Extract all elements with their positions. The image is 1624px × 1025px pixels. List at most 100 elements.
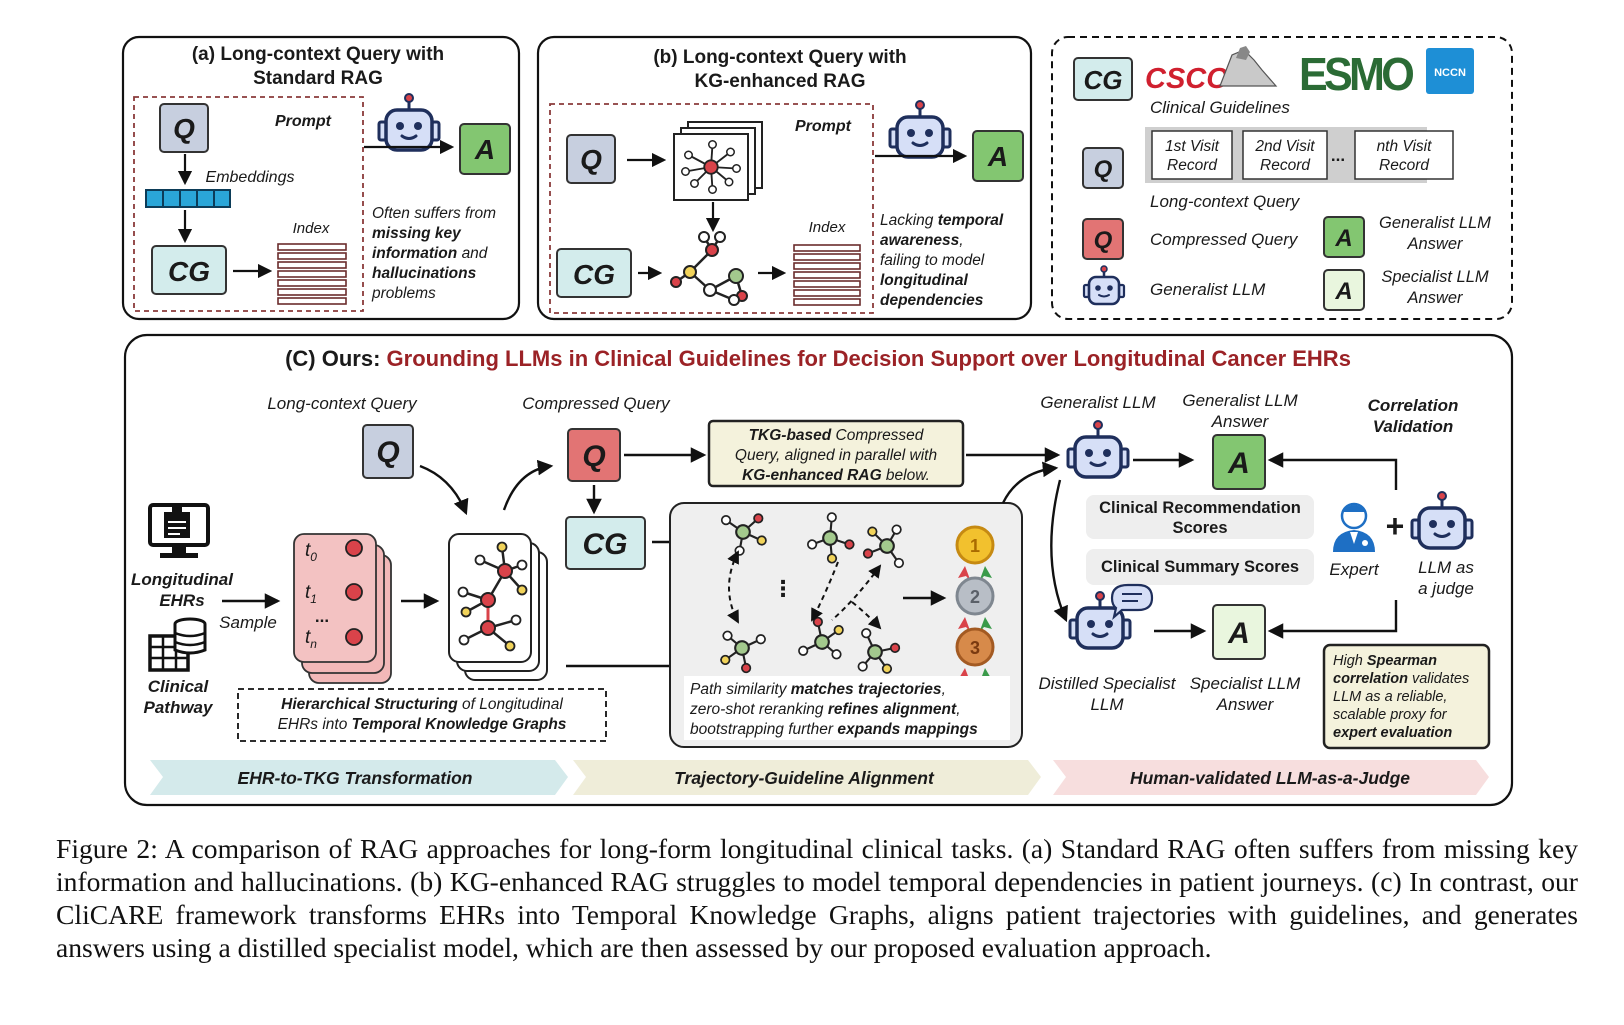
embedding-vector [145, 189, 231, 208]
c-generalist-answer-text: A [1227, 447, 1250, 480]
panel-b-q-text: Q [580, 144, 602, 175]
panel-b-index-label: Index [809, 219, 846, 236]
correlation-validation-line2: Validation [1373, 417, 1454, 436]
legend-compressed-query: Compressed Query [1150, 230, 1299, 249]
legend-cg-text: CG [1084, 65, 1123, 95]
legend-panel: CG CSCO ESMO NCCN Clinical Guidelines 1s… [1051, 36, 1513, 320]
panel-a-note-line5: problems [371, 285, 436, 302]
panel-a-prompt-frame [133, 96, 364, 312]
hierarchical-note-line1: Hierarchical Structuring of Longitudinal [281, 696, 563, 713]
panel-b-note-line1: Lacking temporal [880, 212, 1004, 229]
panel-a: (a) Long-context Query with Standard RAG… [121, 35, 521, 321]
svg-text:CSCO: CSCO [1145, 63, 1229, 95]
panel-b-answer-text: A [987, 141, 1008, 172]
spearman-note-line2: correlation validates [1333, 671, 1469, 687]
panel-a-embeddings-label: Embeddings [206, 169, 295, 186]
distilled-specialist-robot-icon [1068, 583, 1154, 650]
c-generalist-answer-line2: Answer [1211, 412, 1270, 431]
panel-b-index-bars [793, 244, 861, 306]
legend-q-box [1082, 147, 1124, 189]
c-generalist-llm-label: Generalist LLM [1040, 393, 1156, 412]
expert-icon [1333, 502, 1375, 552]
panel-b-note-line2: awareness, [880, 232, 964, 249]
c-generalist-answer-line1: Generalist LLM [1182, 391, 1298, 410]
sample-label: Sample [219, 613, 277, 632]
c-q-box [362, 424, 414, 479]
tkg-note-line3: KG-enhanced RAG below. [742, 467, 930, 484]
t0-label: t0 [305, 540, 317, 564]
panel-a-answer-text: A [474, 134, 495, 165]
panel-a-q-text: Q [173, 113, 195, 144]
panel-b: (b) Long-context Query with KG-enhanced … [536, 35, 1033, 321]
stage-banner-1 [150, 760, 568, 795]
panel-b-subgraph [670, 231, 748, 306]
figure-caption: Figure 2: A comparison of RAG approaches… [56, 833, 1578, 963]
c-long-context-query-label: Long-context Query [267, 394, 418, 413]
c-specialist-answer-line2: Answer [1216, 695, 1275, 714]
alignment-graphs [709, 509, 916, 685]
panel-c-title: (C) Ours: Grounding LLMs in Clinical Gui… [285, 346, 1351, 371]
visit-record-2 [1242, 130, 1328, 180]
panel-a-index-bars [277, 243, 347, 305]
longitudinal-ehrs-line2: EHRs [159, 591, 204, 610]
svg-text:1: 1 [970, 536, 980, 556]
stage-banner-2 [573, 760, 1041, 795]
visit-record-2-line2: Record [1260, 157, 1311, 174]
t1-label: t1 [305, 582, 317, 606]
legend-compressed-q-box [1082, 218, 1124, 260]
panel-a-note-line4: hallucinations [372, 265, 477, 282]
c-compressed-q-text: Q [582, 440, 605, 473]
panel-c: (C) Ours: Grounding LLMs in Clinical Gui… [123, 333, 1514, 807]
alignment-note-line2: zero-shot reranking refines alignment, [689, 701, 961, 718]
panel-b-title-line1: (b) Long-context Query with [653, 47, 906, 68]
panel-a-answer-box [459, 123, 511, 175]
panel-b-prompt-frame [549, 103, 874, 314]
panel-a-note-line1: Often suffers from [372, 205, 496, 222]
c-generalist-answer-box [1212, 434, 1266, 490]
svg-text:ESMO: ESMO [1299, 48, 1413, 100]
plus-sign: + [1386, 508, 1405, 544]
panel-b-prompt-label: Prompt [795, 118, 852, 135]
legend-specialist-answer-line2: Answer [1406, 289, 1464, 307]
hierarchical-note-line2: EHRs into Temporal Knowledge Graphs [278, 716, 567, 733]
panel-a-prompt-label: Prompt [275, 113, 332, 130]
spearman-note-line5: expert evaluation [1333, 725, 1452, 741]
panel-b-cg-box [556, 248, 632, 298]
stage-banner-3-label: Human-validated LLM-as-a-Judge [1130, 768, 1410, 788]
svg-text:2: 2 [970, 587, 980, 607]
panel-a-title-line1: (a) Long-context Query with [192, 44, 444, 65]
visit-record-1 [1151, 130, 1233, 180]
legend-cg-box [1073, 57, 1133, 101]
timeline-cards: t0 t1 ... tn [293, 533, 392, 684]
clinical-summary-scores [1086, 549, 1314, 585]
panel-b-note-line4: longitudinal [880, 272, 969, 289]
c-specialist-answer-text: A [1227, 617, 1250, 650]
spearman-note-box [1322, 643, 1491, 750]
c-compressed-query-label: Compressed Query [522, 394, 671, 413]
clinical-summary-label: Clinical Summary Scores [1101, 558, 1299, 576]
visit-record-n-line1: nth Visit [1377, 138, 1433, 155]
alignment-note-line1: Path similarity matches trajectories, [690, 681, 946, 698]
alignment-ellipsis: ⋮ [772, 576, 794, 601]
panel-b-q-box [566, 134, 616, 184]
c-cg-text: CG [583, 528, 628, 561]
correlation-validation-line1: Correlation [1368, 396, 1459, 415]
c-compressed-q-box [567, 428, 621, 482]
tn-label: tn [305, 627, 317, 651]
visit-record-1-line1: 1st Visit [1165, 138, 1220, 155]
alignment-note-line3: bootstrapping further expands mappings [690, 721, 978, 738]
visit-record-n [1354, 130, 1454, 180]
panel-a-q-box [159, 103, 209, 153]
legend-generalist-llm: Generalist LLM [1150, 280, 1266, 299]
panel-a-note-line3: information and [372, 245, 489, 262]
c-specialist-answer-line1: Specialist LLM [1190, 674, 1301, 693]
t-ellipsis: ... [315, 607, 329, 626]
panel-b-note-line5: dependencies [880, 292, 984, 309]
hierarchical-note-box [237, 688, 607, 742]
clinical-pathway-line2: Pathway [144, 698, 215, 717]
visit-record-2-line1: 2nd Visit [1254, 138, 1315, 155]
figure-diagram: (a) Long-context Query with Standard RAG… [121, 35, 1514, 807]
spearman-note-line3: LLM as a reliable, [1333, 689, 1447, 705]
clinical-pathway-line1: Clinical [148, 677, 210, 696]
svg-text:3: 3 [970, 638, 980, 658]
